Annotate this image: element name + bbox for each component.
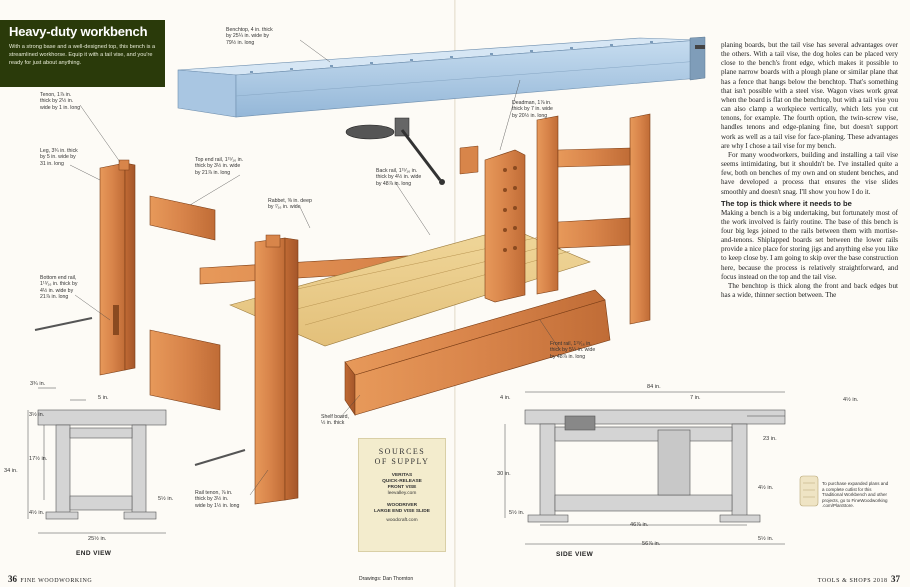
label-leg: Leg, 3¾ in. thick by 5 in. wide by 31 in… [40,148,78,167]
dim-height: 34 in. [4,468,18,474]
footer-right: TOOLS & SHOPS 2018 37 [818,574,900,584]
body-paragraph-3: Making a bench is a big undertaking, but… [721,208,898,281]
label-shelf-board: Shelf board, ½ in. thick [321,414,349,427]
dim-length: 84 in. [647,384,661,390]
product-quick-release: QUICK-RELEASE [382,479,422,484]
dim-rail-span: 46⅞ in. [630,522,649,528]
dim-top-overhang: 3¾ in. [30,381,46,387]
dim-right-end: 4½ in. [843,397,859,403]
dim-width: 25½ in. [88,536,107,542]
label-front-rail: Front rail, 1¹⁵⁄₁₆ in. thick by 5¼ in. w… [550,341,596,360]
sources-heading-1: SOURCES [378,447,426,456]
product-end-vise-slide: LARGE END VISE SLIDE [374,509,430,514]
magazine-name: FINE WOODWORKING [20,578,93,584]
dim-base-rail: 5½ in. [158,496,174,502]
benchtop-drawing [177,36,706,118]
page-number-right: 37 [891,574,900,584]
dim-right-span: 23 in. [763,436,777,442]
side-view-diagram [524,409,786,523]
end-view-caption: END VIEW [76,550,112,557]
label-tenon: Tenon, 1⅞ in. thick by 2½ in. wide by 1 … [40,92,81,111]
label-deadman: Deadman, 1⅞ in. thick by 7 in. wide by 2… [512,100,553,119]
right-end-drawing [536,113,651,325]
side-view-caption: SIDE VIEW [556,551,594,558]
issue-name: TOOLS & SHOPS 2018 [817,578,888,584]
front-vise-drawing [345,117,445,185]
deadman-drawing [459,145,526,303]
dim-top-left: 4 in. [500,395,511,401]
label-back-rail: Back rail, 1¹⁵⁄₁₆ in. thick by 4½ in. wi… [376,168,422,187]
footer-left: 36 FINE WOODWORKING [8,574,92,584]
sources-heading-2: OF SUPPLY [374,457,430,466]
drawing-credit: Drawings: Dan Thornton [359,576,414,582]
label-bottom-end-rail: Bottom end rail, 1¹⁵⁄₁₆ in. thick by 4½ … [40,275,78,301]
body-paragraph-1: planing boards, but the tail vise has se… [721,41,898,150]
page-title: Heavy-duty workbench [9,24,148,39]
left-end-drawing [34,159,221,411]
vendor-veritas: VERITAS [391,473,413,478]
dim-upper-span: 17½ in. [29,456,48,462]
dim-side-height: 30 in. [497,471,511,477]
dim-overall-base: 56⅞ in. [642,541,661,547]
intro-text: With a strong base and a well-designed t… [9,44,156,66]
dim-lower-gap: 4½ in. [758,485,774,491]
body-paragraph-4: The benchtop is thick along the front an… [721,281,898,300]
section-heading: The top is thick where it needs to be [721,198,852,208]
dim-leg-width: 5 in. [98,395,109,401]
title-box: Heavy-duty workbench With a strong base … [0,20,165,87]
dim-vise-gap: 7 in. [690,395,701,401]
label-benchtop: Benchtop, 4 in. thick by 25¼ in. wide by… [226,27,273,46]
dim-right-foot: 5½ in. [758,536,774,542]
vendor-woodriver: WOODRIVER [386,503,418,508]
page-number-left: 36 [8,574,17,584]
label-rabbet: Rabbet, ⅜ in. deep by ⁷⁄₁₆ in. wide [268,198,312,211]
dim-foot: 4½ in. [29,510,45,516]
label-top-end-rail: Top end rail, 1¹⁵⁄₁₆ in. thick by 3½ in.… [195,157,244,176]
url-woodcraft[interactable]: woodcraft.com [386,518,418,523]
body-paragraph-2: For many woodworkers, building and insta… [721,150,898,196]
purchase-note[interactable]: To purchase expanded plans and a complet… [822,481,889,509]
dim-top-thick: 3½ in. [29,412,45,418]
article-body: planing boards, but the tail vise has se… [721,41,898,300]
url-leevalley[interactable]: leevalley.com [387,491,417,496]
label-rail-tenon: Rail tenon, ⅞ in. thick by 3½ in. wide b… [195,490,240,509]
sources-of-supply-box: SOURCES OF SUPPLY VERITAS QUICK-RELEASE … [358,438,446,552]
end-view-diagram [37,409,167,520]
dim-foot-height: 5½ in. [509,510,525,516]
product-front-vise: FRONT VISE [387,485,417,490]
